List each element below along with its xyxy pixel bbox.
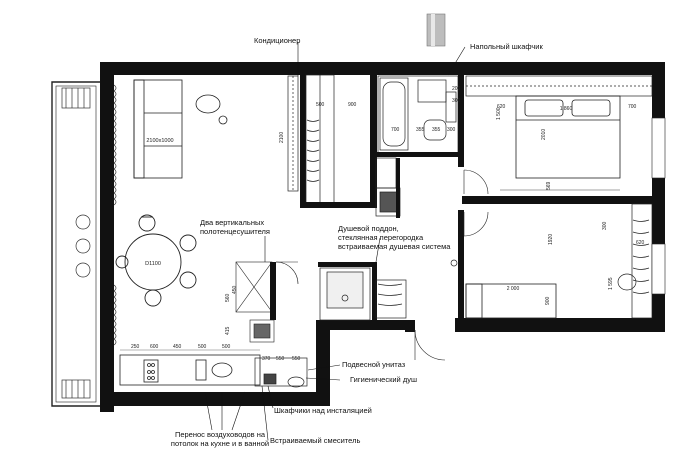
- svg-text:500: 500: [198, 344, 207, 350]
- svg-text:355: 355: [432, 127, 441, 133]
- svg-text:355: 355: [416, 127, 425, 133]
- bathroom-fixtures: [254, 357, 308, 388]
- svg-text:415: 415: [225, 326, 231, 335]
- bed-length: 2010: [541, 129, 547, 140]
- shower-bathroom: [319, 259, 458, 321]
- sofa: [133, 79, 183, 179]
- svg-text:2100: 2100: [279, 132, 285, 143]
- svg-text:450: 450: [232, 285, 238, 294]
- air-ducts-line2: потолок на кухне и в ванной: [170, 439, 270, 448]
- balcony-furniture: [61, 87, 91, 399]
- annotation-towel-warmers: Два вертикальных полотенцесушителя: [200, 218, 270, 236]
- towel-warmers-line1: Два вертикальных: [200, 218, 265, 227]
- hall-wardrobe: [305, 74, 335, 204]
- annotation-hygienic-shower: Гигиенический душ: [350, 375, 417, 384]
- svg-text:450: 450: [173, 344, 182, 350]
- annotation-shower: Душевой поддон, стеклянная перегородка в…: [338, 224, 450, 251]
- svg-text:1 500: 1 500: [496, 107, 502, 120]
- corridor-shelves: [375, 157, 401, 217]
- living-wardrobe: [287, 75, 299, 192]
- annotation-air-ducts: Перенос воздуховодов на потолок на кухне…: [160, 430, 280, 448]
- svg-text:370: 370: [262, 356, 271, 362]
- svg-text:620: 620: [497, 104, 506, 110]
- sofa-size: 2100x1000: [146, 138, 173, 144]
- bed-width: 1 860: [560, 106, 573, 112]
- right-windows: [651, 117, 666, 295]
- annotation-builtin-mixer: Встраиваемый смеситель: [270, 436, 361, 445]
- svg-text:200: 200: [452, 86, 461, 92]
- shower-line2: стеклянная перегородка: [338, 233, 424, 242]
- bathroom-top: [377, 75, 459, 157]
- svg-text:500: 500: [316, 102, 325, 108]
- annotation-air-conditioner: Кондиционер: [254, 36, 301, 45]
- kitchen-bath-block: [235, 261, 275, 343]
- bath-dims: 370 550 550: [262, 356, 301, 362]
- annotation-floor-cabinet: Напольный шкафчик: [470, 42, 543, 51]
- curtains: [113, 84, 117, 346]
- svg-text:250: 250: [131, 344, 140, 350]
- svg-text:569: 569: [546, 181, 552, 190]
- svg-text:600: 600: [150, 344, 159, 350]
- svg-text:550: 550: [276, 356, 285, 362]
- svg-text:1920: 1920: [548, 234, 554, 245]
- leader-lines: [204, 42, 466, 441]
- balcony: [51, 81, 100, 407]
- towel-warmers-line2: полотенцесушителя: [200, 227, 270, 236]
- svg-text:300: 300: [452, 98, 461, 104]
- second-bedroom-wardrobe: [617, 203, 653, 319]
- second-bed: [465, 283, 557, 319]
- svg-text:1 595: 1 595: [608, 277, 614, 290]
- poufs: [195, 94, 228, 125]
- shower-line3: встраиваемая душевая система: [338, 242, 451, 251]
- svg-text:500: 500: [222, 344, 231, 350]
- svg-text:700: 700: [628, 104, 637, 110]
- second-bed-length: 2 000: [507, 286, 520, 292]
- kitchen-counter: [119, 354, 261, 386]
- annotation-cabinets-over-install: Шкафчики над инсталяцией: [274, 406, 372, 415]
- svg-text:550: 550: [292, 356, 301, 362]
- dining-table: [115, 214, 197, 307]
- svg-text:300: 300: [447, 127, 456, 133]
- svg-text:620: 620: [636, 240, 645, 246]
- svg-text:560: 560: [225, 293, 231, 302]
- doors: [275, 169, 489, 361]
- table-label: D1100: [145, 261, 161, 267]
- svg-text:900: 900: [348, 102, 357, 108]
- second-bed-width: 900: [545, 296, 551, 305]
- annotation-wall-toilet: Подвесной унитаз: [342, 360, 406, 369]
- ventilation-pipe: [426, 13, 446, 47]
- air-ducts-line1: Перенос воздуховодов на: [174, 430, 266, 439]
- shower-line1: Душевой поддон,: [338, 224, 399, 233]
- bedroom-wardrobe: [465, 75, 653, 97]
- svg-text:700: 700: [391, 127, 400, 133]
- kitchen-dims: 250 600 450 500 500: [120, 344, 260, 351]
- svg-text:300: 300: [602, 221, 608, 230]
